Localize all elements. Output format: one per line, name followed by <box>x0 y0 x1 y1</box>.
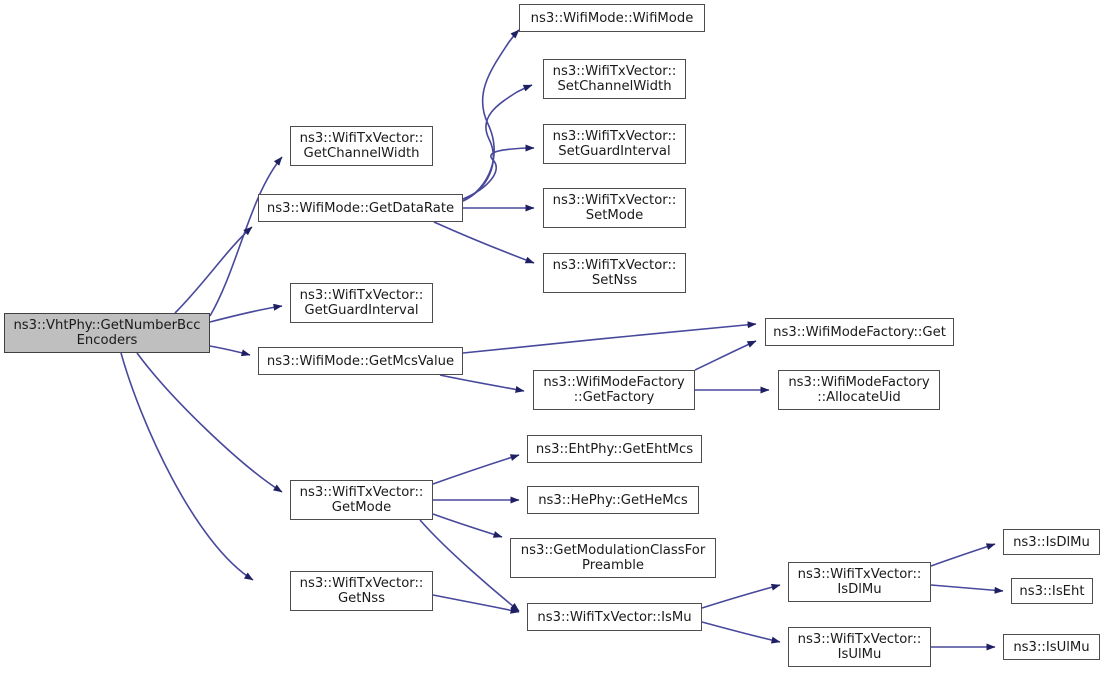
graph-edge-getmode-to-getmodclass <box>432 513 503 538</box>
graph-edge-root-to-getdatarate <box>174 226 253 314</box>
graph-node-label: ns3::IsEht <box>1019 583 1085 599</box>
graph-edge-getdatarate-to-wifimode <box>462 29 520 202</box>
graph-edge-txisdlmu-to-isdlmu <box>930 543 996 567</box>
graph-node-label: ns3::VhtPhy::GetNumberBcc Encoders <box>13 318 201 348</box>
graph-node-setchw[interactable]: ns3::WifiTxVector:: SetChannelWidth <box>543 59 686 99</box>
graph-node-getmode[interactable]: ns3::WifiTxVector:: GetMode <box>290 480 433 520</box>
graph-node-ismu[interactable]: ns3::WifiTxVector::IsMu <box>527 603 702 631</box>
graph-edge-ismu-to-txisulmu <box>701 621 781 644</box>
graph-node-getehtmcs[interactable]: ns3::EhtPhy::GetEhtMcs <box>527 435 702 463</box>
graph-node-label: ns3::WifiModeFactory ::GetFactory <box>543 375 685 405</box>
graph-edge-getmode-to-getehtmcs <box>432 454 520 485</box>
graph-node-label: ns3::WifiTxVector:: SetChannelWidth <box>552 64 677 94</box>
graph-node-label: ns3::GetModulationClassFor Preamble <box>520 543 706 573</box>
graph-node-txisdlmu[interactable]: ns3::WifiTxVector:: IsDlMu <box>788 562 931 602</box>
graph-node-getnss[interactable]: ns3::WifiTxVector:: GetNss <box>290 571 433 611</box>
graph-node-gethemcs[interactable]: ns3::HePhy::GetHeMcs <box>527 486 699 514</box>
graph-edge-getnss-to-ismu <box>432 594 520 614</box>
graph-node-getmcs[interactable]: ns3::WifiMode::GetMcsValue <box>258 347 463 375</box>
graph-node-label: ns3::WifiTxVector:: SetMode <box>552 193 677 223</box>
graph-node-label: ns3::WifiTxVector:: GetGuardInterval <box>299 288 424 318</box>
graph-node-label: ns3::WifiTxVector::IsMu <box>537 609 692 625</box>
graph-edge-getfactory-to-factoryget <box>694 340 757 371</box>
graph-edge-getdatarate-to-setgi <box>462 144 535 200</box>
graph-node-label: ns3::IsDlMu <box>1013 534 1090 550</box>
graph-node-getmodclass[interactable]: ns3::GetModulationClassFor Preamble <box>510 538 716 578</box>
graph-edge-root-to-getmcs <box>209 345 251 357</box>
graph-node-label: ns3::IsUlMu <box>1013 639 1090 655</box>
graph-node-label: ns3::WifiTxVector:: GetChannelWidth <box>299 131 424 161</box>
graph-node-label: ns3::WifiTxVector:: GetMode <box>299 485 424 515</box>
graph-edge-getmode-to-ismu <box>419 519 520 612</box>
graph-node-iseht[interactable]: ns3::IsEht <box>1011 578 1093 604</box>
graph-edge-getdatarate-to-setnss <box>433 221 535 264</box>
graph-node-getfactory[interactable]: ns3::WifiModeFactory ::GetFactory <box>533 370 695 410</box>
graph-edge-getmcs-to-factoryget <box>462 321 757 354</box>
graph-edge-root-to-getnss <box>120 352 254 581</box>
graph-node-factoryget[interactable]: ns3::WifiModeFactory::Get <box>765 318 954 346</box>
graph-edge-getdatarate-to-setchw <box>462 84 533 202</box>
graph-node-setgi[interactable]: ns3::WifiTxVector:: SetGuardInterval <box>543 124 686 164</box>
graph-node-getchw[interactable]: ns3::WifiTxVector:: GetChannelWidth <box>290 126 433 166</box>
graph-node-label: ns3::WifiTxVector:: SetNss <box>552 258 677 288</box>
graph-node-getdatarate[interactable]: ns3::WifiMode::GetDataRate <box>258 194 463 222</box>
graph-edge-getmcs-to-getfactory <box>439 374 525 393</box>
graph-node-txisulmu[interactable]: ns3::WifiTxVector:: IsUlMu <box>788 627 931 667</box>
graph-node-label: ns3::HePhy::GetHeMcs <box>538 492 688 508</box>
graph-node-allocateuid[interactable]: ns3::WifiModeFactory ::AllocateUid <box>778 370 940 410</box>
graph-node-label: ns3::WifiMode::GetMcsValue <box>266 353 455 369</box>
graph-node-root[interactable]: ns3::VhtPhy::GetNumberBcc Encoders <box>4 313 210 353</box>
graph-node-label: ns3::WifiMode::WifiMode <box>530 10 694 26</box>
graph-node-isdlmu[interactable]: ns3::IsDlMu <box>1003 529 1100 555</box>
graph-node-label: ns3::WifiTxVector:: IsUlMu <box>797 632 922 662</box>
graph-edge-root-to-getgi <box>209 303 283 323</box>
graph-edge-ismu-to-txisdlmu <box>701 583 781 609</box>
graph-node-label: ns3::WifiTxVector:: IsDlMu <box>797 567 922 597</box>
graph-node-getgi[interactable]: ns3::WifiTxVector:: GetGuardInterval <box>290 283 433 323</box>
graph-node-isulmu[interactable]: ns3::IsUlMu <box>1003 634 1100 660</box>
graph-node-label: ns3::WifiModeFactory::Get <box>773 324 946 340</box>
graph-node-setnss[interactable]: ns3::WifiTxVector:: SetNss <box>543 253 686 293</box>
graph-node-setmode[interactable]: ns3::WifiTxVector:: SetMode <box>543 188 686 228</box>
graph-node-label: ns3::WifiModeFactory ::AllocateUid <box>788 375 930 405</box>
graph-node-label: ns3::WifiTxVector:: SetGuardInterval <box>552 129 677 159</box>
graph-edge-root-to-getchw <box>209 156 283 317</box>
graph-node-label: ns3::WifiTxVector:: GetNss <box>299 576 424 606</box>
graph-node-label: ns3::WifiMode::GetDataRate <box>266 200 455 216</box>
graph-node-label: ns3::EhtPhy::GetEhtMcs <box>535 441 694 457</box>
graph-node-wifimode[interactable]: ns3::WifiMode::WifiMode <box>519 4 705 32</box>
graph-edge-txisdlmu-to-iseht <box>930 584 1004 594</box>
